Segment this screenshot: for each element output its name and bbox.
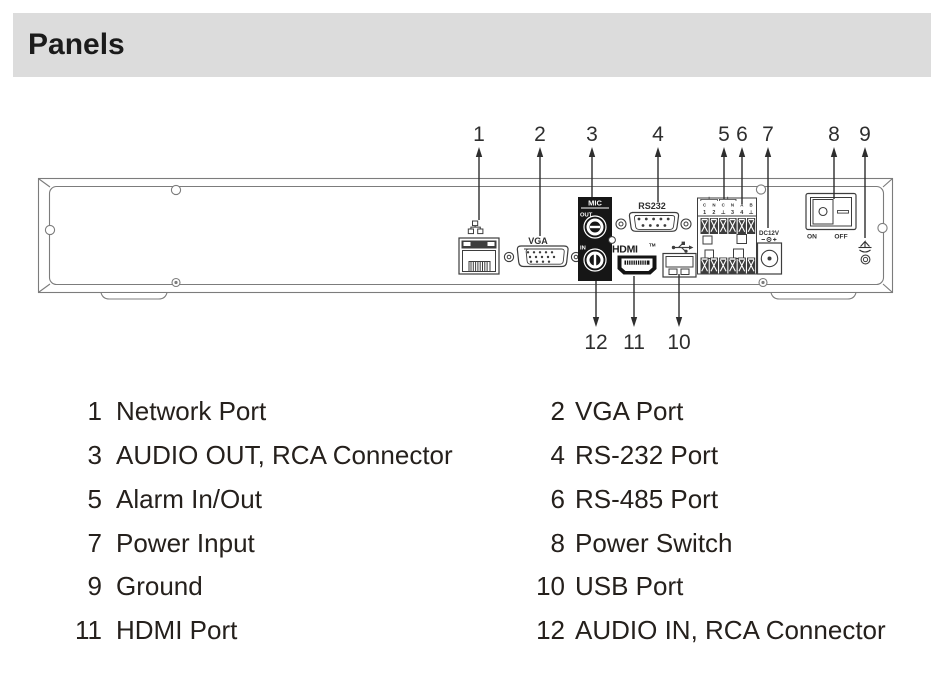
usb-port xyxy=(662,241,697,278)
vga-pins xyxy=(526,251,556,263)
rca-in-connector xyxy=(583,248,607,272)
rs232-connector-outer xyxy=(628,211,680,232)
terminal-label: ⊥ xyxy=(749,210,754,216)
polarity-icon xyxy=(761,237,777,242)
relay-brackets xyxy=(700,196,737,201)
dc-jack-pin xyxy=(767,256,772,261)
hdmi-logo: HDMI xyxy=(612,244,638,256)
callout-9: 9 xyxy=(859,123,871,146)
mic-label: MIC xyxy=(588,199,602,208)
section-header: Panels xyxy=(13,13,931,77)
callout-numbers-top: 1 2 3 4 5 6 7 8 9 xyxy=(473,123,871,146)
vga-label: VGA xyxy=(528,236,548,246)
chassis-foot-left xyxy=(100,291,168,300)
terminal-row1-labels: C N C N A B xyxy=(703,203,753,208)
terminal-jumper-squares xyxy=(702,234,747,259)
callout-3: 3 xyxy=(586,123,598,146)
audio-in-label: IN xyxy=(580,246,586,252)
callout-arrows-top xyxy=(475,147,869,238)
audio-aux-hole xyxy=(608,236,616,244)
callout-8: 8 xyxy=(828,123,840,146)
screw-top-right xyxy=(755,184,767,195)
usb-pin-right xyxy=(680,268,690,275)
terminal-label: 4 xyxy=(740,210,743,216)
page-title: Panels xyxy=(28,28,125,61)
rs232-label: RS232 xyxy=(638,201,666,211)
rs232-pins xyxy=(637,217,670,227)
network-icon xyxy=(467,220,484,235)
ground-terminal xyxy=(858,240,872,265)
rs232-port: RS232 xyxy=(615,201,692,232)
switch-off-label: OFF xyxy=(834,234,847,241)
rj45-pins xyxy=(468,261,491,272)
callout-1: 1 xyxy=(473,123,485,146)
ground-screw xyxy=(860,254,871,265)
rs232-screw-left xyxy=(615,218,627,230)
power-input: DC12V xyxy=(756,230,783,275)
usb-pin-left xyxy=(668,268,678,275)
terminal-label: C xyxy=(703,203,707,208)
terminal-label: N xyxy=(712,203,715,208)
terminal-label: A xyxy=(740,203,744,208)
vga-screw-left xyxy=(503,251,515,263)
alarm-terminal-block: C N C N A B 1 2 ⊥ 3 4 ⊥ xyxy=(697,196,757,275)
dc-jack-ring xyxy=(760,249,779,268)
callouts-top: 1 2 3 4 5 6 7 8 9 xyxy=(473,123,871,238)
terminal-label: C xyxy=(722,203,726,208)
callout-12: 12 xyxy=(584,331,607,354)
switch-rocker xyxy=(812,199,834,225)
audio-out-label: OUT xyxy=(580,213,593,219)
callout-5: 5 xyxy=(718,123,730,146)
hdmi-pins xyxy=(624,260,650,265)
audio-mic-block: MIC OUT IN xyxy=(578,197,616,281)
terminal-row2-labels: 1 2 ⊥ 3 4 ⊥ xyxy=(703,210,754,216)
terminal-label: N xyxy=(731,203,734,208)
terminal-label: 3 xyxy=(731,210,734,216)
chassis-foot-right xyxy=(770,291,857,300)
callout-11: 11 xyxy=(623,331,645,354)
ground-icon xyxy=(858,240,872,253)
chassis-bevel-lines xyxy=(38,178,893,293)
switch-on-mark xyxy=(818,206,828,217)
dc12v-label: DC12V xyxy=(759,230,780,237)
rs232-screw-right xyxy=(680,218,692,230)
switch-off-mark xyxy=(837,210,849,214)
terminal-label: 2 xyxy=(712,210,715,216)
hdmi-tm: TM xyxy=(649,243,656,248)
terminal-label: B xyxy=(750,203,753,208)
screw-right xyxy=(877,222,888,234)
terminal-label: ⊥ xyxy=(721,210,726,216)
callout-4: 4 xyxy=(652,123,664,146)
callout-6: 6 xyxy=(736,123,748,146)
callout-numbers-bottom: 12 11 10 xyxy=(584,331,690,354)
vga-connector-inner xyxy=(524,248,565,265)
rca-out-connector xyxy=(583,215,607,239)
callout-2: 2 xyxy=(534,123,546,146)
power-switch: ON OFF xyxy=(805,192,857,241)
switch-on-label: ON xyxy=(807,234,817,241)
hdmi-connector-slot xyxy=(621,258,653,271)
vga-port: VGA xyxy=(503,236,582,268)
chassis-screws xyxy=(44,184,888,288)
usb-icon xyxy=(671,241,694,253)
callout-10: 10 xyxy=(667,331,690,354)
terminal-label: 1 xyxy=(703,210,706,216)
hdmi-port: HDMI TM xyxy=(612,243,657,275)
callout-7: 7 xyxy=(762,123,774,146)
screw-top-left xyxy=(170,184,182,196)
rj45-top-strip xyxy=(461,240,497,249)
usb-opening xyxy=(665,256,694,268)
network-port xyxy=(458,220,500,275)
callouts-bottom: 12 11 10 xyxy=(584,274,691,354)
screw-left xyxy=(44,224,56,236)
callout-arrows-bottom xyxy=(592,274,683,327)
rs232-connector-inner xyxy=(634,215,676,230)
